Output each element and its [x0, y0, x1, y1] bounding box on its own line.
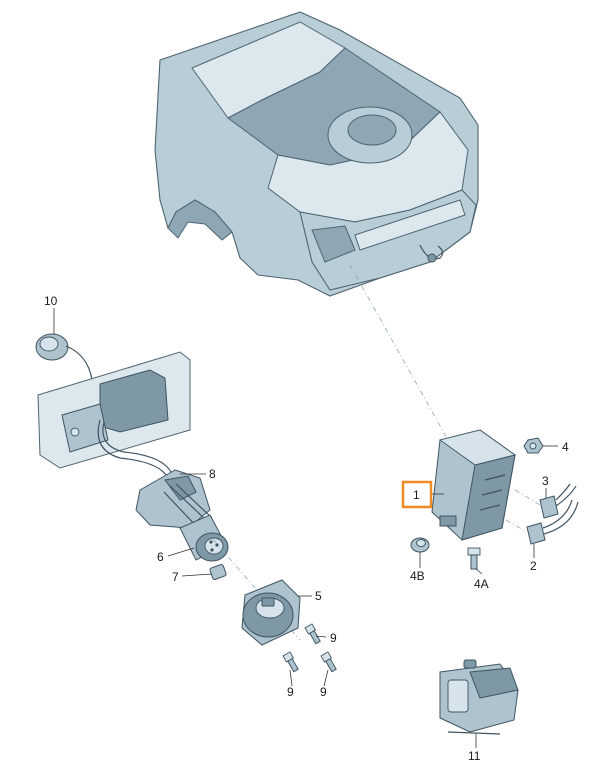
callout-1[interactable]: 1: [413, 488, 420, 502]
part-4b-grommet: [410, 537, 430, 553]
part-9-screws: [282, 623, 337, 673]
part-3-connector: [514, 483, 577, 519]
part-1-control-unit[interactable]: [431, 429, 517, 541]
callout-7[interactable]: 7: [172, 570, 179, 584]
callout-4a[interactable]: 4A: [474, 577, 489, 591]
callout-6[interactable]: 6: [157, 550, 164, 564]
part-4-nut: [523, 437, 544, 454]
selected-callout-highlight: [401, 480, 433, 509]
callout-9-left[interactable]: 9: [287, 685, 294, 699]
callout-3[interactable]: 3: [542, 474, 549, 488]
part-11-adapter: [439, 659, 519, 735]
part-7-pin: [209, 564, 227, 580]
bracket-panel: [37, 351, 191, 469]
callout-4[interactable]: 4: [562, 440, 569, 454]
leader-car-to-unit: [349, 264, 449, 441]
part-4a-bolt: [467, 547, 481, 570]
part-2-connector: [505, 499, 579, 545]
callout-labels: 10 8 6 7 5 9 9 9 4 1 3 2 4B 4A 11: [44, 294, 569, 763]
callout-11[interactable]: 11: [468, 749, 481, 763]
callout-5[interactable]: 5: [315, 589, 322, 603]
callout-8[interactable]: 8: [209, 467, 216, 481]
callout-9-top[interactable]: 9: [330, 631, 337, 645]
callout-10[interactable]: 10: [44, 294, 58, 308]
leader-lines: [53, 308, 558, 748]
callout-2[interactable]: 2: [530, 559, 537, 573]
part-8-harness: [97, 419, 213, 529]
part-5-cover: [241, 579, 301, 646]
car-rear-body: [154, 11, 479, 297]
callout-4b[interactable]: 4B: [410, 569, 425, 583]
callout-9-right[interactable]: 9: [320, 685, 327, 699]
